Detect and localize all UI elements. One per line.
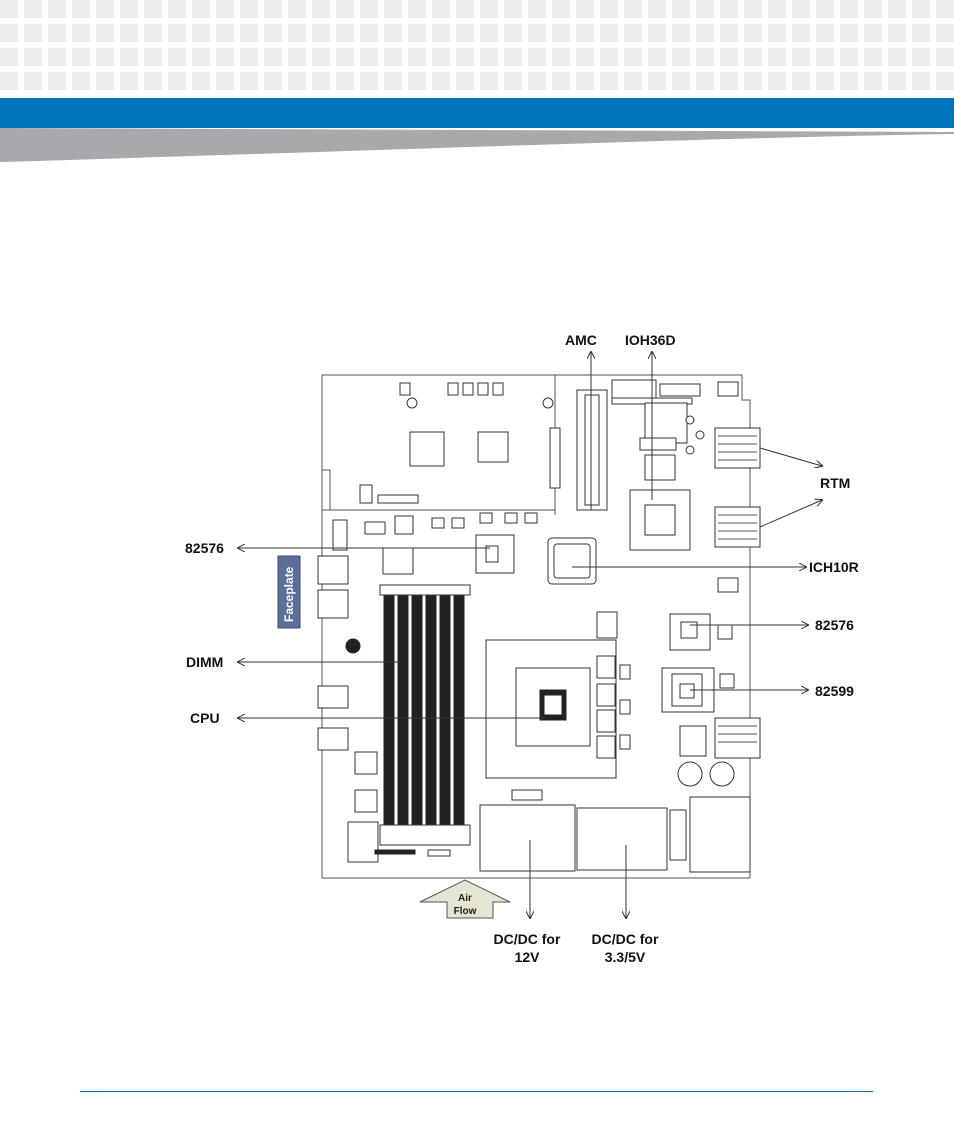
callout-arrows [238,352,822,918]
header-pattern [0,0,954,96]
nic-82576-right-chip [669,613,733,651]
rtm-arrow-upper [759,447,822,466]
header-blue-band [0,98,954,128]
footer-rule [80,1091,873,1092]
bottom-right-components [669,725,751,873]
airflow-arrow: Air Flow [419,879,511,919]
ich10r-chip [547,537,597,585]
rtm-label: RTM [820,475,850,491]
header-grey-swoosh [0,128,954,162]
rtm-connectors [714,427,761,759]
cpu-socket [485,639,617,779]
nic-82599-label: 82599 [815,683,854,699]
nic-82576-right-label: 82576 [815,617,854,633]
nic-82576-left-label: 82576 [185,540,224,556]
ioh36d-label: IOH36D [625,332,676,348]
cpu-label: CPU [190,710,220,726]
faceplate-tag: Faceplate [277,555,301,629]
faceplate-label: Faceplate [282,566,296,622]
amc-label: AMC [565,332,597,348]
bottom-left-components [317,685,451,863]
ich10r-label: ICH10R [809,559,859,575]
rtm-arrow-lower [759,500,822,528]
airflow-label-line2: Flow [454,906,477,917]
dcdc-modules [479,789,668,872]
callout-labels: AMC IOH36D RTM 82576 ICH10R 82576 82599 … [185,332,859,965]
dcdc33-label-line1: DC/DC for [592,931,659,947]
left-upper-components [317,512,538,619]
dcdc12-label-line1: DC/DC for [494,931,561,947]
dcdc12-label-line2: 12V [515,949,541,965]
dimm-label: DIMM [186,654,223,670]
ioh36d-region [629,402,705,551]
dcdc33-label-line2: 3.3/5V [605,949,646,965]
cpu-vrm [596,611,631,759]
dimm-slots [345,584,471,846]
amc-slot [576,389,608,511]
airflow-label-line1: Air [458,893,472,904]
